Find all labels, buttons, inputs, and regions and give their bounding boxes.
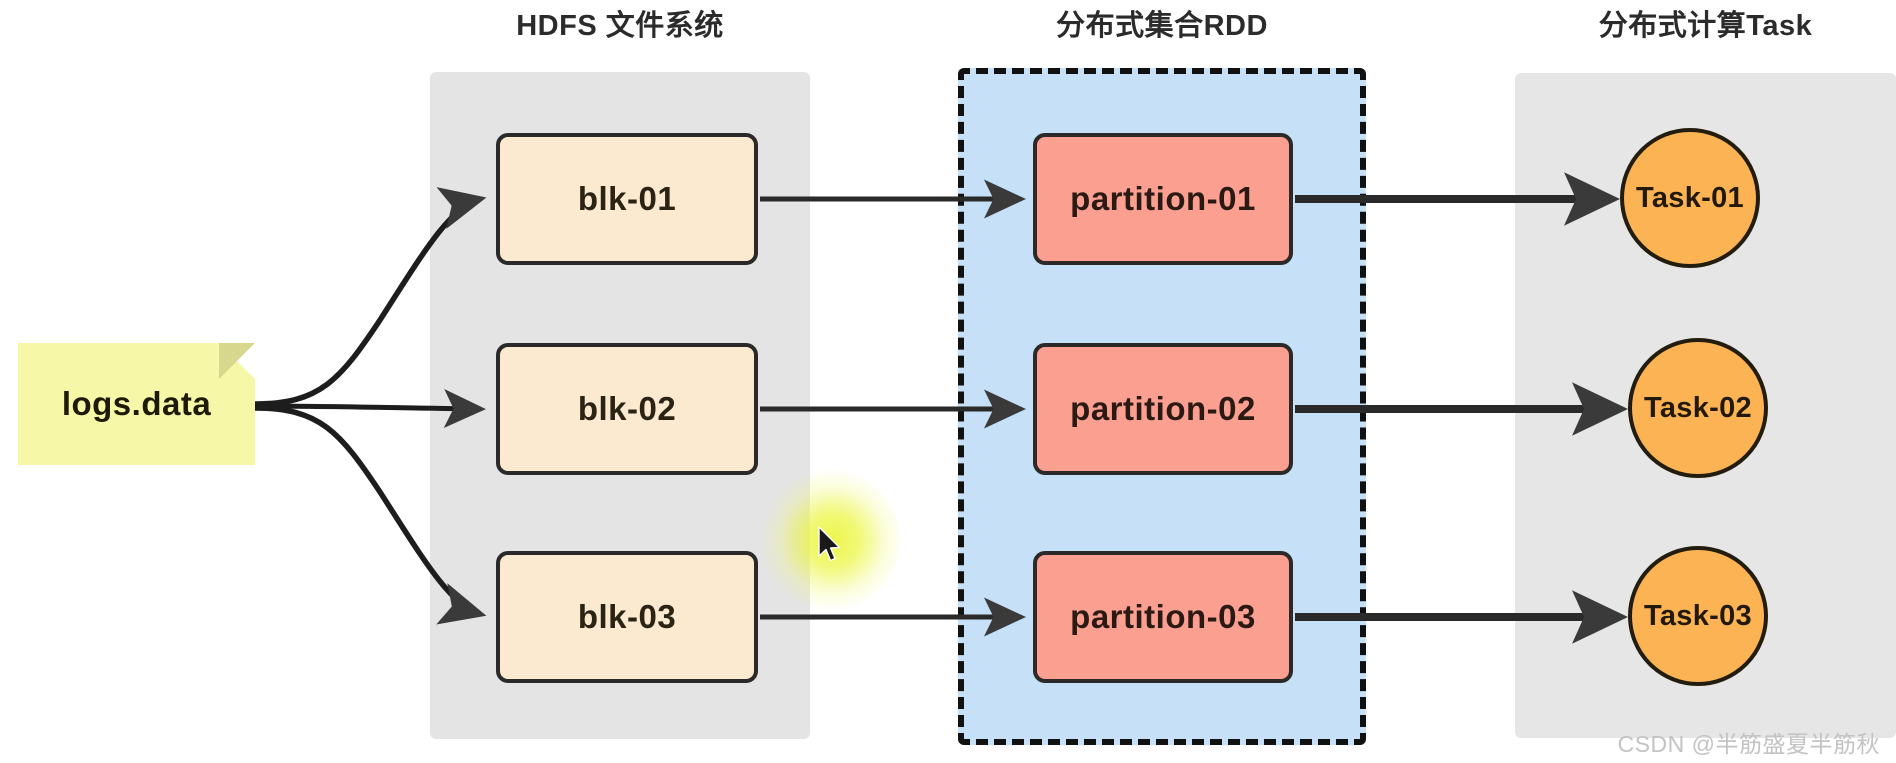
column-title-hdfs: HDFS 文件系统 bbox=[516, 10, 724, 42]
block-node[interactable]: blk-03 bbox=[496, 551, 758, 683]
task-node[interactable]: Task-01 bbox=[1620, 128, 1760, 268]
watermark-text: CSDN @半筋盛夏半筋秋 bbox=[1617, 731, 1880, 757]
partition-node[interactable]: partition-02 bbox=[1033, 343, 1293, 475]
task-node[interactable]: Task-02 bbox=[1628, 338, 1768, 478]
partition-node[interactable]: partition-03 bbox=[1033, 551, 1293, 683]
note-fold-shadow bbox=[219, 343, 255, 379]
block-node[interactable]: blk-01 bbox=[496, 133, 758, 265]
block-node[interactable]: blk-02 bbox=[496, 343, 758, 475]
task-node[interactable]: Task-03 bbox=[1628, 546, 1768, 686]
mouse-pointer-icon bbox=[818, 526, 841, 562]
partition-node[interactable]: partition-01 bbox=[1033, 133, 1293, 265]
source-note-label: logs.data bbox=[61, 385, 212, 422]
source-note-logs-data[interactable]: logs.data bbox=[18, 343, 255, 465]
cursor-highlight-group bbox=[760, 470, 900, 610]
column-title-rdd: 分布式集合RDD bbox=[1056, 10, 1268, 42]
column-title-task: 分布式计算Task bbox=[1598, 10, 1813, 42]
